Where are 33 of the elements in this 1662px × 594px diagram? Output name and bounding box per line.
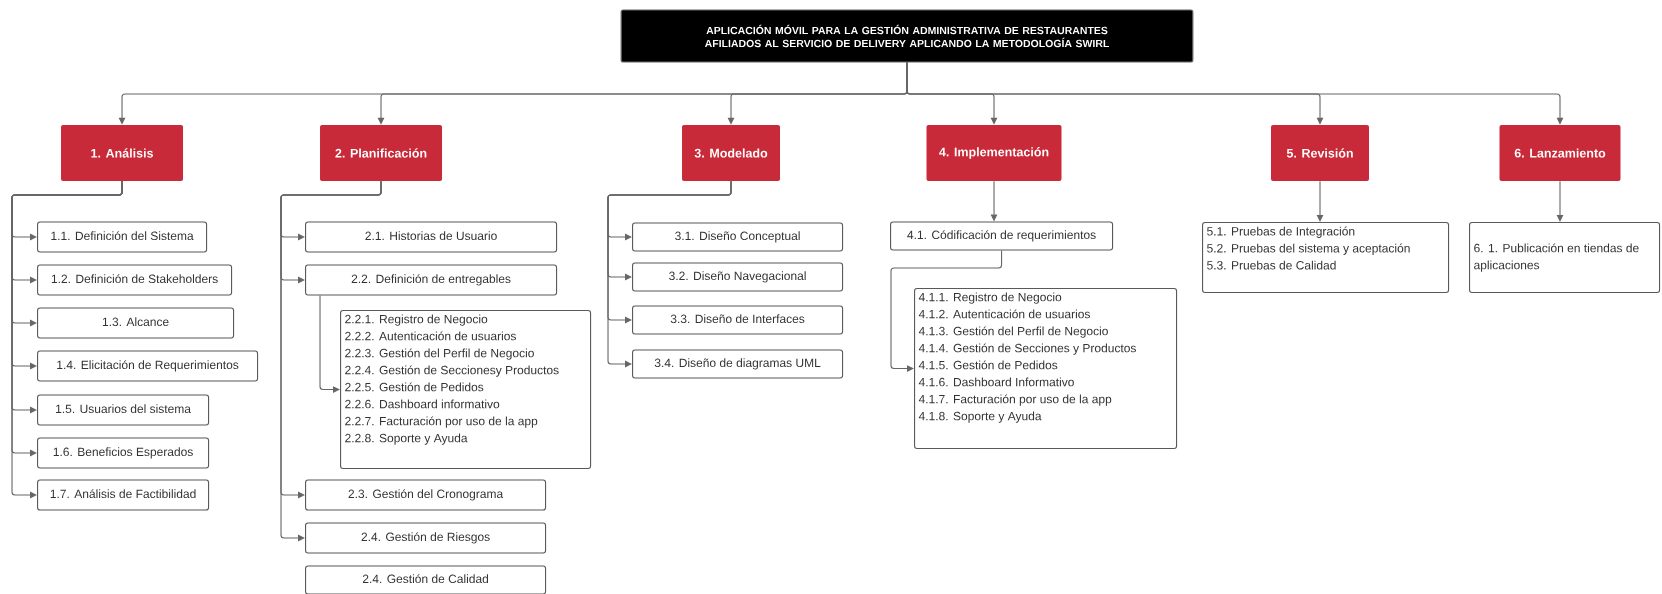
task-box: 1.5. Usuarios del sistema (37, 394, 210, 426)
phase-box: 1. Análisis (61, 125, 183, 181)
task-box: 3.1. Diseño Conceptual (632, 222, 844, 252)
task-list-box: 4.1.1. Registro de Negocio 4.1.2. Autenticación de usuarios 4.1.3. Gestión del Perfil de Negocio 4.1.4. Gestión de Secciones y Productos 4.1.5. Gestión de Pedidos 4.1.6. Dashboard Informativo 4.1.7. Facturación por uso de la app 4.1.8. Soporte y Ayuda (914, 288, 1178, 450)
connector-arrow (607, 180, 732, 368)
task-box: 4.1. Códificación de requerimientos (890, 221, 1114, 251)
connector-arrow (1556, 180, 1564, 222)
task-box: 2.4. Gestión de Riesgos (305, 522, 547, 554)
connector-arrow (1316, 180, 1324, 222)
connector-arrow (319, 295, 340, 393)
task-box: 2.3. Gestión del Cronograma (305, 479, 547, 511)
task-list-box: 2.2.1. Registro de Negocio 2.2.2. Autenticación de usuarios 2.2.3. Gestión del Perfil de Negocio 2.2.4. Gestión de Seccionesy Productos 2.2.5. Gestión de Pedidos 2.2.6. Dashboard informativo 2.2.7. Facturación por uso de la app 2.2.8. Soporte y Ayuda (340, 310, 592, 470)
task-list-box: 5.1. Pruebas de Integración 5.2. Pruebas del sistema y aceptación 5.3. Pruebas de Calidad (1202, 222, 1450, 294)
task-box: 1.4. Elicitación de Requerimientos (37, 350, 259, 382)
task-box: 2.4. Gestión de Calidad (305, 565, 547, 594)
task-box: 3.3. Diseño de Interfaces (632, 305, 844, 335)
phase-box: 4. Implementación (926, 125, 1062, 181)
task-box: 3.4. Diseño de diagramas UML (632, 349, 844, 379)
task-box: 2.2. Definición de entregables (305, 264, 558, 296)
phase-box: 2. Planificación (320, 125, 442, 181)
task-box: 3.2. Diseño Navegacional (632, 262, 844, 292)
task-box: 1.6. Beneficios Esperados (37, 437, 210, 469)
task-box: 1.1. Definición del Sistema (37, 221, 208, 253)
title-box: APLICACIÓN MÓVIL PARA LA GESTIÓN ADMINISTRATIVA DE RESTAURANTES AFILIADOS AL SERVICIO DE DELIVERY APLICANDO LA METODOLOGÍA SWIRL (620, 9, 1194, 63)
connector-arrow (906, 62, 1564, 125)
task-box: 1.3. Alcance (37, 307, 235, 339)
task-box: 2.1. Historias de Usuario (305, 221, 558, 253)
task-box: 1.2. Definición de Stakeholders (37, 264, 233, 296)
task-box: 1.7. Análisis de Factibilidad (37, 479, 210, 511)
phase-box: 5. Revisión (1271, 125, 1369, 181)
phase-box: 3. Modelado (682, 125, 780, 181)
task-box: 6. 1. Publicación en tiendas de aplicaciones (1469, 222, 1661, 294)
phase-box: 6. Lanzamiento (1499, 125, 1621, 181)
